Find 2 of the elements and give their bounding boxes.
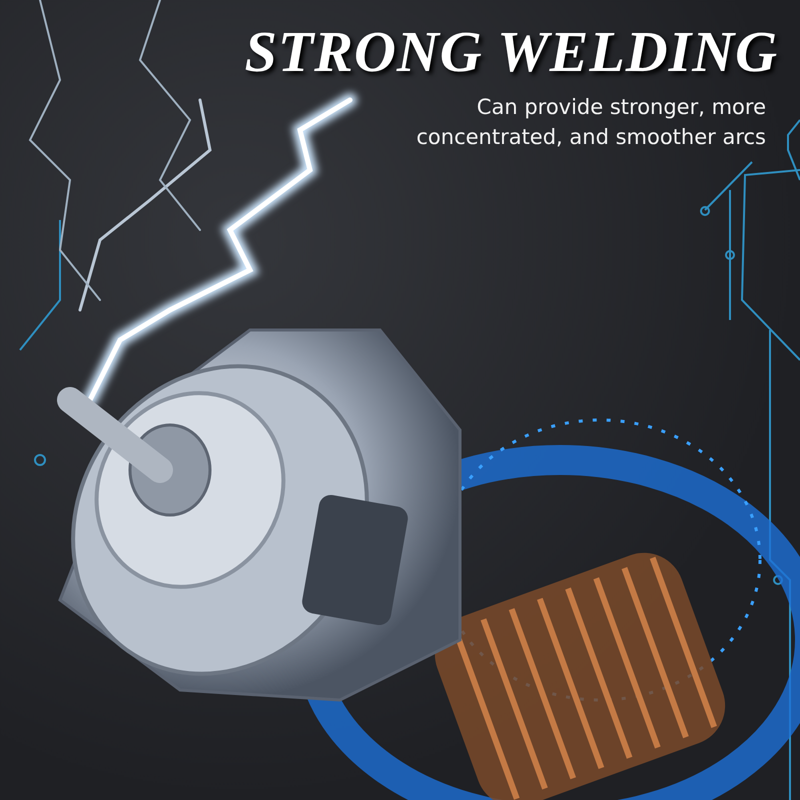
description-text: Can provide stronger, more concentrated, and smoother arcs	[415, 94, 766, 151]
heading: STRONG WELDING	[244, 18, 778, 85]
